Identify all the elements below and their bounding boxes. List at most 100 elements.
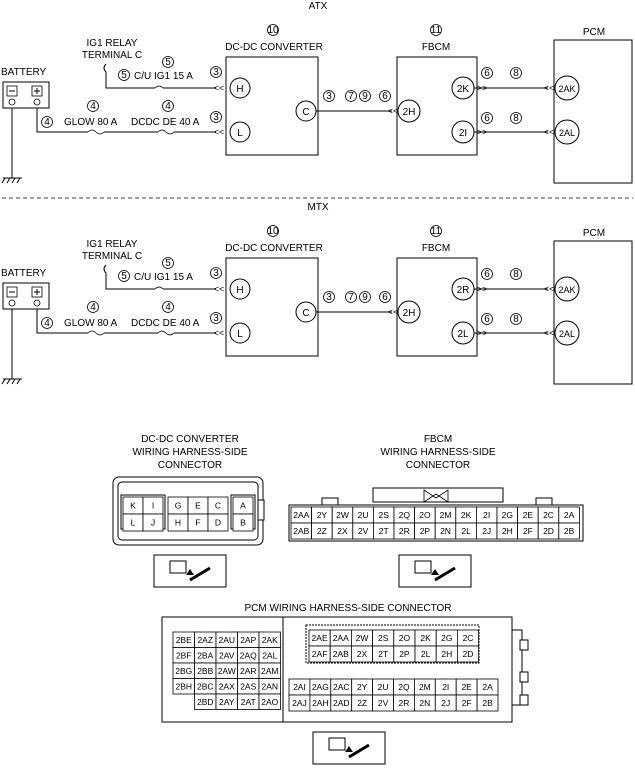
pin-label: 2AV bbox=[219, 650, 235, 660]
pin-label: 2T bbox=[379, 526, 389, 536]
pin-label: 2BE bbox=[176, 635, 192, 645]
fbcm-conn-title: CONNECTOR bbox=[406, 460, 470, 471]
pin-label: 2W bbox=[336, 510, 349, 520]
term-c: C bbox=[302, 308, 309, 319]
wire-num: 6 bbox=[382, 91, 388, 102]
fuse-dcdc-label: DCDC DE 40 A bbox=[131, 318, 200, 329]
pin-label: 2Q bbox=[399, 510, 411, 520]
pin-label: 2C bbox=[543, 510, 554, 520]
connector-arrow-icon bbox=[328, 737, 370, 759]
circ-11: 11 bbox=[431, 25, 442, 36]
pin-label: 2I bbox=[483, 510, 490, 520]
pin-label: 2L bbox=[461, 526, 471, 536]
pin-label: I bbox=[152, 501, 154, 511]
circ-11: 11 bbox=[431, 226, 442, 237]
pin-label: G bbox=[175, 501, 182, 511]
pin-label: 2AT bbox=[241, 697, 256, 707]
term-2h: 2H bbox=[403, 308, 416, 319]
pin-label: 2BF bbox=[176, 650, 192, 660]
pin-label: 2BA bbox=[197, 650, 213, 660]
pin-label: 2B bbox=[482, 698, 493, 708]
pin-label: 2AJ bbox=[292, 698, 307, 708]
svg-text:<<: << bbox=[214, 127, 225, 137]
pin-label: 2M bbox=[440, 510, 452, 520]
pin-label: 2F bbox=[523, 526, 533, 536]
fuse-dcdc-label: DCDC DE 40 A bbox=[131, 117, 200, 128]
pin-label: H bbox=[175, 518, 181, 528]
pin-label: 2AK bbox=[262, 635, 278, 645]
ig1-relay-label: IG1 RELAY bbox=[87, 239, 138, 250]
pin-label: 2G bbox=[502, 510, 513, 520]
pin-label: 2V bbox=[358, 526, 369, 536]
mtx-section: MTX IG1 RELAY TERMINAL C BATTERY << << 5… bbox=[1, 202, 633, 385]
svg-text:>>: >> bbox=[477, 328, 488, 338]
pin-label: 2G bbox=[441, 633, 452, 643]
wire-num: 4 bbox=[44, 117, 50, 128]
svg-text:<<: << bbox=[544, 328, 555, 338]
ground-icon bbox=[1, 378, 22, 385]
svg-text:<<: << bbox=[544, 83, 555, 93]
fbcm-conn-title: WIRING HARNESS-SIDE bbox=[380, 447, 495, 458]
dcdc-conn-title: CONNECTOR bbox=[158, 460, 222, 471]
wire-num: 6 bbox=[484, 113, 490, 124]
fbcm-conn-title: FBCM bbox=[424, 434, 452, 445]
dcdc-conn-title: DC-DC CONVERTER bbox=[141, 434, 239, 445]
connector-pin bbox=[207, 513, 229, 532]
svg-text:>>: >> bbox=[477, 83, 488, 93]
pin-label: C bbox=[215, 501, 221, 511]
pin-label: 2AC bbox=[333, 682, 350, 692]
pin-label: 2J bbox=[441, 698, 450, 708]
pin-label: 2AB bbox=[293, 526, 309, 536]
wire-num: 5 bbox=[121, 70, 127, 81]
pin-label: 2AA bbox=[333, 633, 349, 643]
pin-label: 2U bbox=[358, 510, 369, 520]
wire-num: 6 bbox=[382, 292, 388, 303]
pin-label: K bbox=[130, 501, 136, 511]
battery-icon bbox=[2, 81, 50, 109]
term-h: H bbox=[236, 285, 243, 296]
wire-num: 5 bbox=[165, 57, 171, 68]
pin-label: 2N bbox=[419, 698, 430, 708]
pin-label: L bbox=[131, 518, 136, 528]
pin-label: 2O bbox=[419, 510, 431, 520]
pin-label: 2J bbox=[482, 526, 491, 536]
pin-label: 2H bbox=[502, 526, 513, 536]
pcm-conn-title: PCM WIRING HARNESS-SIDE CONNECTOR bbox=[244, 603, 451, 614]
ig1-relay-label-2: TERMINAL C bbox=[82, 251, 142, 262]
svg-text:<<: << bbox=[214, 83, 225, 93]
pin-label: 2F bbox=[462, 698, 472, 708]
fuse-cu-label: C/U IG1 15 A bbox=[134, 71, 193, 82]
pin-label: 2P bbox=[420, 526, 431, 536]
pin-label: 2O bbox=[399, 633, 411, 643]
wire-num: 8 bbox=[513, 68, 519, 79]
svg-text:<<: << bbox=[544, 127, 555, 137]
pin-label: 2T bbox=[378, 649, 388, 659]
wire-num: 4 bbox=[165, 302, 171, 313]
pin-label: 2AP bbox=[240, 635, 256, 645]
wire-num: 6 bbox=[484, 68, 490, 79]
dcdc-title: DC-DC CONVERTER bbox=[225, 42, 323, 53]
battery-label: BATTERY bbox=[1, 268, 47, 279]
wire-num: 4 bbox=[90, 302, 96, 313]
pin-label: 2AL bbox=[262, 650, 277, 660]
pin-label: 2H bbox=[441, 649, 452, 659]
wire-num: 8 bbox=[513, 314, 519, 325]
connector-pin bbox=[476, 694, 499, 712]
pin-label: B bbox=[240, 518, 246, 528]
pin-label: 2AR bbox=[240, 666, 257, 676]
pin-label: 2S bbox=[378, 510, 389, 520]
pin-label: 2AO bbox=[261, 697, 278, 707]
battery-label: BATTERY bbox=[1, 67, 47, 78]
pin-label: 2AQ bbox=[240, 650, 257, 660]
pin-label: 2AH bbox=[312, 698, 329, 708]
svg-text:>>: >> bbox=[477, 127, 488, 137]
pin-label: 2D bbox=[463, 649, 474, 659]
connector-arrow-icon bbox=[414, 560, 456, 582]
connector-pin bbox=[456, 645, 479, 663]
pin-label: 2Z bbox=[317, 526, 327, 536]
pin-label: 2AN bbox=[261, 681, 278, 691]
dcdc-conn-title: WIRING HARNESS-SIDE bbox=[132, 447, 247, 458]
